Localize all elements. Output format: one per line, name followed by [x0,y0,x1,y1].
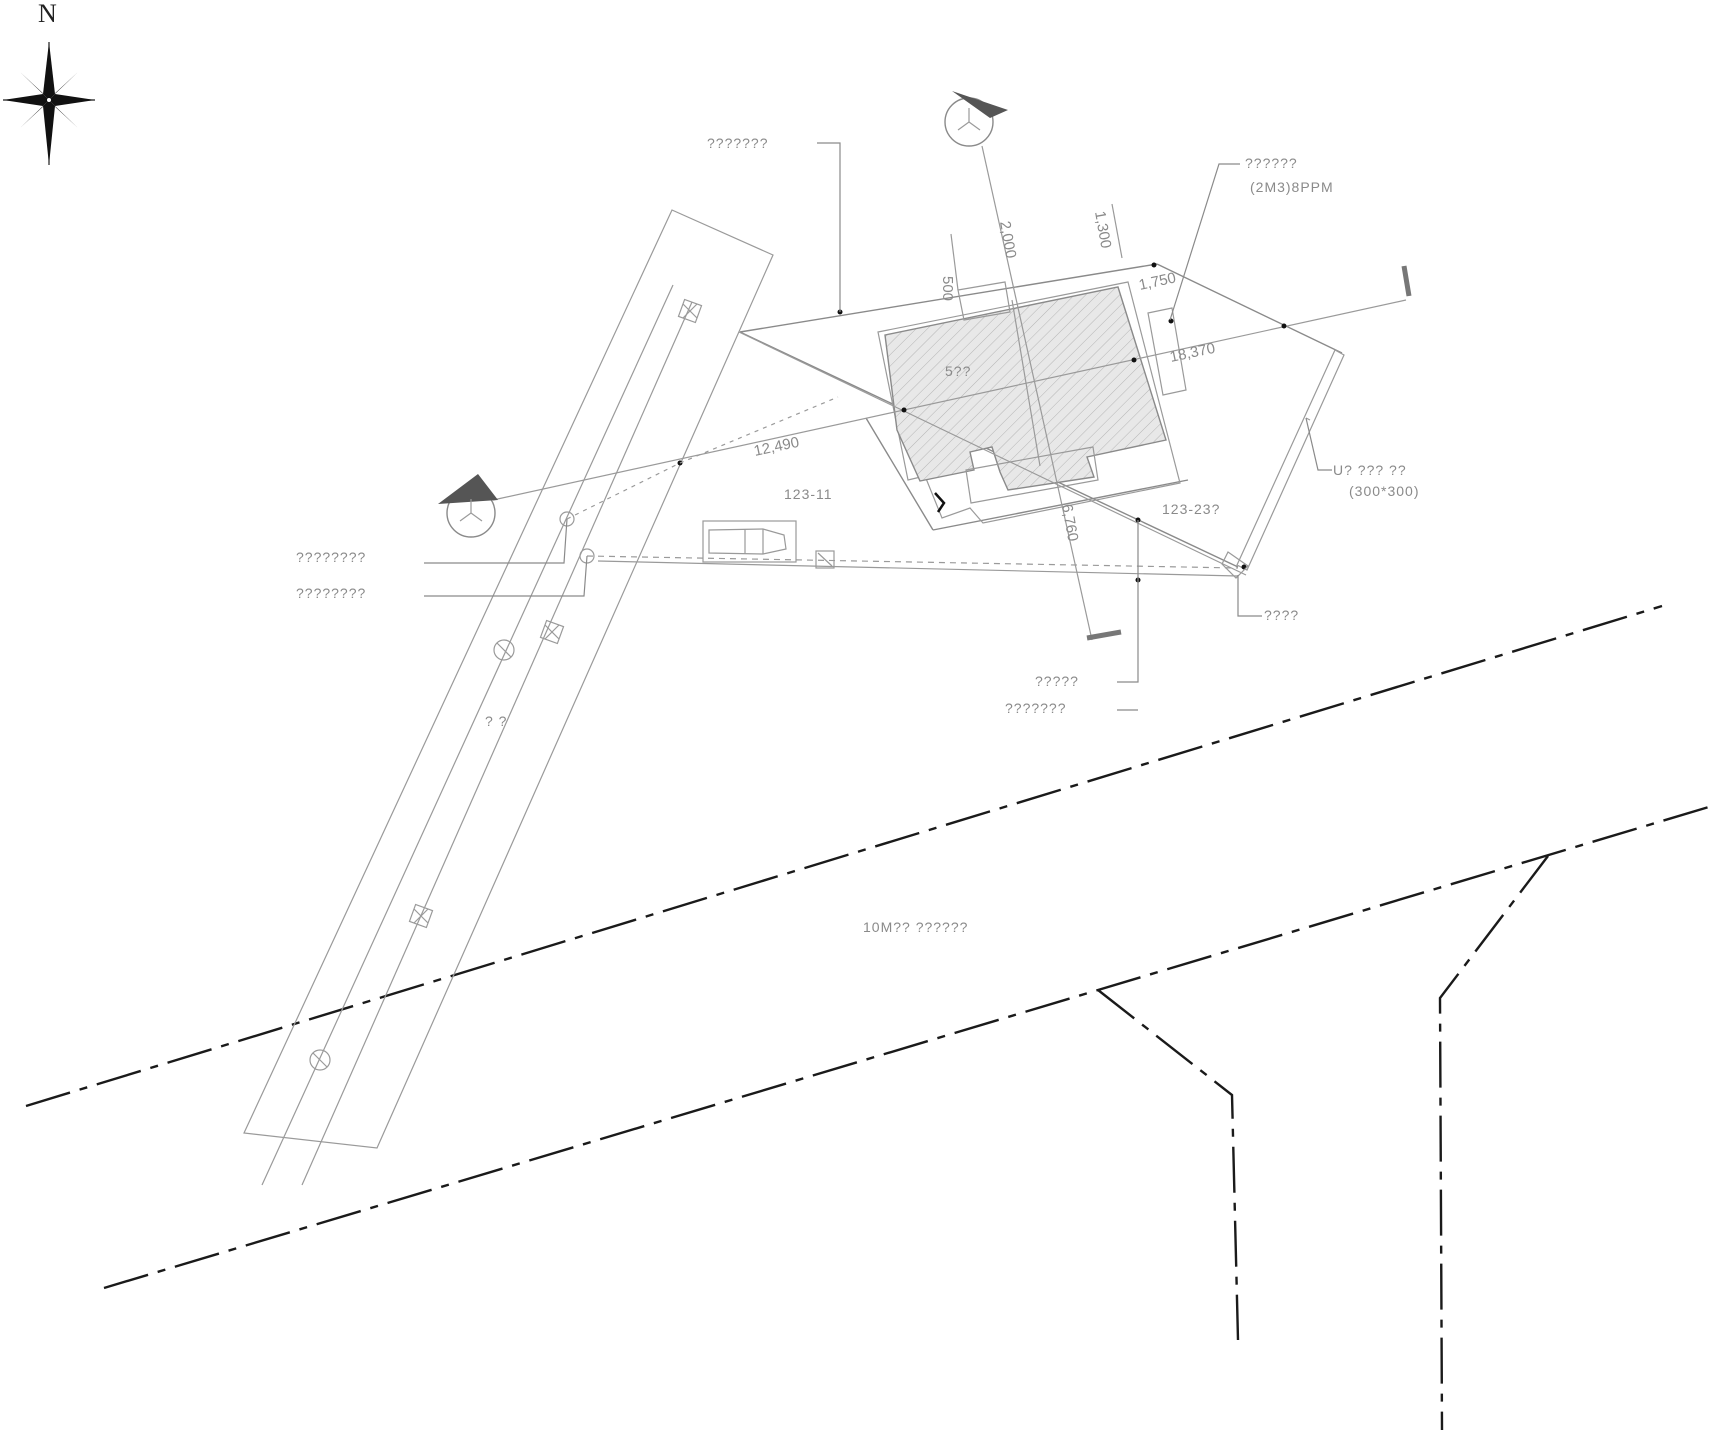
bottom-leader-label-1: ????? [1035,673,1079,689]
building-label: 5?? [945,363,971,379]
north-arrow-icon: N [3,0,95,165]
top-leader-label: ??????? [707,135,769,151]
catch-basin-icon [815,550,835,569]
left-leader-label-2: ???????? [296,585,366,601]
utility-lines [566,396,1249,579]
manhole-icon [677,298,703,324]
dim-1750: 1,750 [1137,269,1177,293]
north-label: N [38,0,57,28]
lot-number-right: 123-23? [1162,501,1220,517]
right-bottom-leader-label: ???? [1264,607,1299,623]
dim-12490: 12,490 [752,434,800,460]
datum-marker-icon [944,91,1008,147]
road-lines [25,604,1713,1431]
annotations: ??????? ?????? (2M3)8PPM U? ??? ?? (300*… [296,135,1420,935]
lot-boundary [739,263,1343,568]
cleanout-icon [1221,551,1249,579]
road-width-label: 10M?? ?????? [863,919,968,935]
manhole-icon [408,903,434,929]
dim-2000: 2,000 [996,220,1019,260]
parking-car-icon [702,520,797,563]
valve-icon [309,1049,331,1071]
top-right-label-1: ?????? [1245,155,1298,171]
bottom-leader-label-2: ??????? [1005,700,1067,716]
fence-wall [1236,349,1345,571]
dim-500: 500 [939,276,956,301]
valve-icon [493,639,515,661]
channel-note: ? ? [485,713,507,729]
dim-6760: 6,760 [1058,503,1081,543]
building-footprint: 5?? [877,281,1187,524]
entrance-arrow-icon [934,492,946,513]
datum-marker-icon [438,474,498,538]
right-leader-label-2: (300*300) [1349,483,1420,499]
top-right-label-2: (2M3)8PPM [1250,179,1334,195]
manhole-icon [539,619,565,645]
dimension-lines: 500 2,000 1,300 1,750 18,370 12,490 6,76… [492,145,1412,641]
left-leader-label-1: ???????? [296,549,366,565]
drainage-channel [243,209,774,1186]
right-leader-label-1: U? ??? ?? [1333,462,1407,478]
dim-1300: 1,300 [1091,210,1114,250]
dim-18370: 18,370 [1168,340,1216,366]
lot-number-left: 123-11 [784,486,833,502]
